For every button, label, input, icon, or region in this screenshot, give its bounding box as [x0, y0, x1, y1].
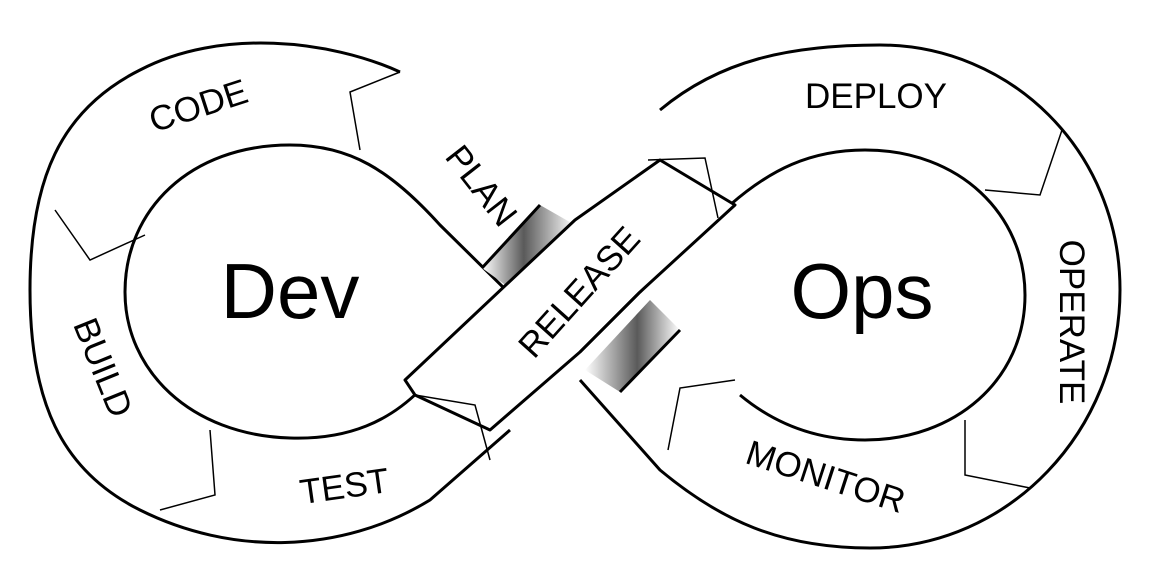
- stage-label-operate: OPERATE: [1052, 240, 1091, 405]
- stage-label-monitor: MONITOR: [741, 433, 910, 521]
- ops-label: Ops: [790, 247, 933, 335]
- divider-monitor-plan: [667, 379, 736, 451]
- stage-label-deploy: DEPLOY: [805, 77, 947, 116]
- divider-test-release: [414, 394, 491, 461]
- divider-plan-code: [349, 71, 401, 151]
- divider-operate-monitor: [964, 420, 1031, 489]
- ops-loop-outer: [578, 43, 1122, 550]
- release-band-edge: [578, 290, 642, 354]
- divider-code-build: [54, 209, 146, 261]
- dev-label: Dev: [221, 247, 360, 335]
- underpass-shade-top: [482, 205, 575, 292]
- underpass-shade-bottom: [585, 300, 680, 392]
- stage-label-code: CODE: [144, 72, 252, 140]
- divider-deploy-operate: [984, 129, 1063, 196]
- dev-loop-inner: [123, 143, 512, 440]
- underpass-edge: [480, 203, 542, 270]
- underpass-edge: [618, 328, 682, 394]
- stage-label-test: TEST: [297, 461, 391, 512]
- divider-build-test: [159, 429, 216, 511]
- divider-release-deploy: [647, 157, 719, 219]
- dev-loop-outer: [28, 41, 511, 544]
- ops-loop-inner: [638, 148, 1027, 442]
- stage-label-plan: PLAN: [438, 138, 525, 234]
